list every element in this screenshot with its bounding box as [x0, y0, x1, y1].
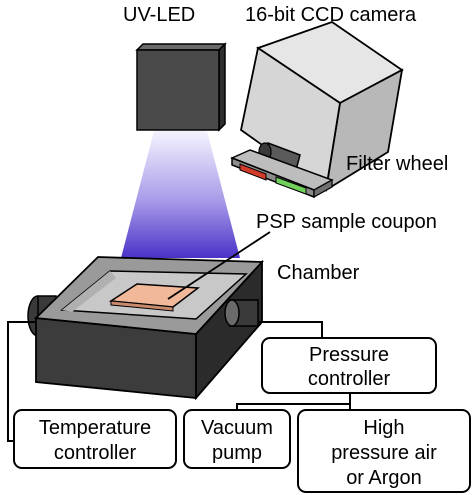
pressure-controller-line-2: controller [308, 368, 391, 390]
uv-led-label: UV-LED [123, 4, 195, 26]
psp-sample-coupon-icon [108, 283, 201, 312]
psp-pointer-line [167, 231, 271, 300]
uv-led-icon [135, 42, 227, 132]
chamber-icon [27, 256, 264, 401]
psp-sample-label: PSP sample coupon [256, 211, 437, 233]
vacuum-pump-line-2: pump [212, 442, 262, 464]
high-pressure-line-1: High [363, 417, 404, 439]
filter-wheel-label: Filter wheel [346, 153, 448, 175]
chamber-label: Chamber [277, 262, 360, 284]
pressure-controller-box: Pressure controller [261, 337, 437, 394]
temperature-controller-box: Temperature controller [13, 409, 177, 469]
ccd-camera-icon [239, 20, 404, 192]
temperature-controller-line-2: controller [54, 442, 137, 464]
uv-light-beam [121, 131, 240, 258]
ccd-camera-label: 16-bit CCD camera [245, 4, 417, 26]
filter-wheel-icon [230, 149, 334, 199]
pressure-controller-line-1: Pressure [309, 344, 389, 366]
high-pressure-line-3: or Argon [346, 467, 422, 489]
vacuum-pump-line-1: Vacuum [201, 417, 273, 439]
high-pressure-supply-box: High pressure air or Argon [297, 409, 471, 493]
temperature-controller-line-1: Temperature [39, 417, 151, 439]
vacuum-pump-box: Vacuum pump [183, 409, 291, 469]
high-pressure-line-2: pressure air [331, 442, 437, 464]
connection-lines [7, 321, 351, 442]
